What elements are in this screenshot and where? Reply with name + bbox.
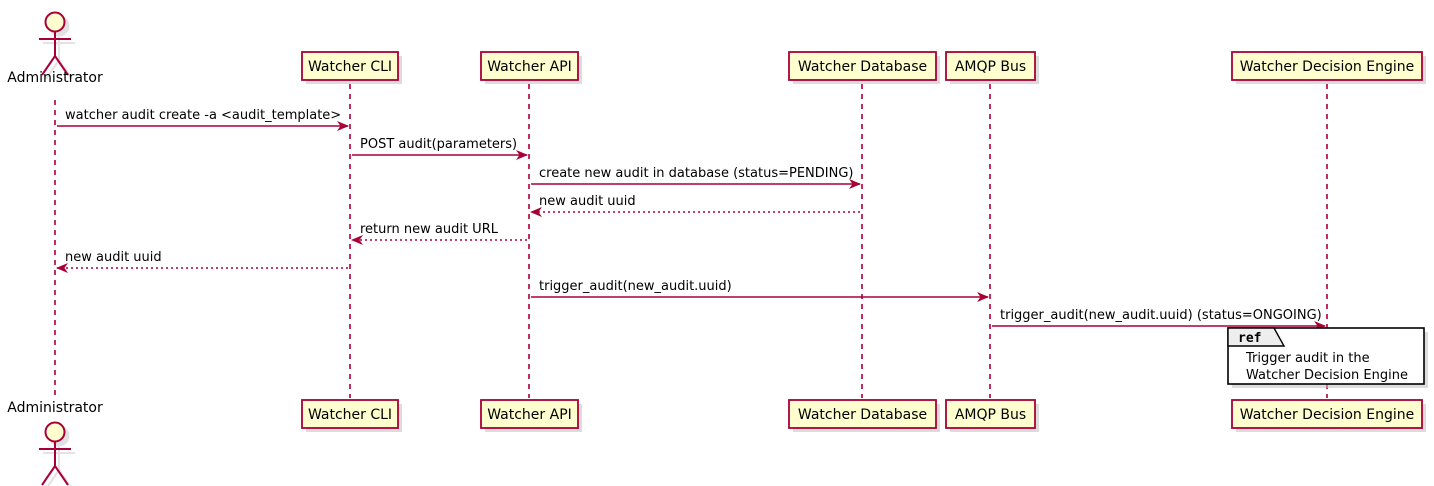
message-label-7: trigger_audit(new_audit.uuid) xyxy=(539,279,732,294)
participant-watcher-api[interactable]: Watcher API xyxy=(480,51,582,84)
messages-layer: watcher audit create -a <audit_template>… xyxy=(56,108,1326,331)
message-6[interactable]: new audit uuid xyxy=(56,250,348,273)
actor-leg-left xyxy=(41,55,56,76)
actor-leg-right xyxy=(58,59,73,80)
actor-figure-administrator: Administrator xyxy=(7,11,103,86)
participant-box xyxy=(301,51,399,81)
message-2[interactable]: POST audit(parameters) xyxy=(352,137,528,160)
message-label-5: return new audit URL xyxy=(360,222,499,237)
message-8[interactable]: trigger_audit(new_audit.uuid) (status=ON… xyxy=(992,308,1326,331)
actor-administrator[interactable] xyxy=(39,11,71,76)
participant-label: Watcher API xyxy=(487,59,572,75)
participant-amqp-bus[interactable]: AMQP Bus xyxy=(945,399,1039,432)
participant-box xyxy=(788,51,937,81)
participants-layer: Watcher CLI Watcher CLI Watcher API Watcher… xyxy=(7,11,1426,486)
message-label-6: new audit uuid xyxy=(65,250,162,265)
participant-watcher-cli[interactable]: Watcher CLI xyxy=(301,51,402,84)
participant-label: Watcher Decision Engine xyxy=(1240,407,1414,423)
participant-label: Watcher Decision Engine xyxy=(1240,59,1414,75)
participant-watcher-cli[interactable]: Watcher CLI xyxy=(301,399,402,432)
participant-label: Watcher Database xyxy=(798,59,927,75)
actor-leg-right xyxy=(54,465,69,486)
message-4[interactable]: new audit uuid xyxy=(530,194,860,217)
actor-figure-administrator: Administrator xyxy=(7,400,103,486)
participant-box xyxy=(480,51,579,81)
ref-body-line-1: Trigger audit in the xyxy=(1245,351,1370,366)
participant-label: AMQP Bus xyxy=(955,407,1026,423)
participant-label: Watcher Database xyxy=(798,407,927,423)
actor-label-administrator: Administrator xyxy=(7,70,103,86)
actor-leg-right xyxy=(54,55,69,76)
lifelines-layer xyxy=(54,84,1328,398)
participant-label: Watcher CLI xyxy=(308,59,392,75)
message-3[interactable]: create new audit in database (status=PEN… xyxy=(531,166,861,189)
participant-box xyxy=(480,399,579,429)
message-label-4: new audit uuid xyxy=(539,194,636,209)
actor-administrator[interactable] xyxy=(39,421,71,486)
ref-body-line-2: Watcher Decision Engine xyxy=(1246,368,1408,383)
actor-head xyxy=(44,11,66,33)
actor-label-administrator: Administrator xyxy=(7,400,103,416)
participant-watcher-decision-engine[interactable]: Watcher Decision Engine xyxy=(1231,51,1426,84)
participant-box xyxy=(301,399,399,429)
participant-box xyxy=(788,399,937,429)
participant-box xyxy=(1231,399,1423,429)
actor-leg-right xyxy=(58,469,72,486)
message-label-3: create new audit in database (status=PEN… xyxy=(539,166,854,181)
message-label-2: POST audit(parameters) xyxy=(360,137,517,152)
participant-label: AMQP Bus xyxy=(955,59,1026,75)
participant-watcher-api[interactable]: Watcher API xyxy=(480,399,582,432)
participant-watcher-database[interactable]: Watcher Database xyxy=(788,399,940,432)
ref-tag-label: ref xyxy=(1238,331,1261,346)
actor-head xyxy=(44,421,66,443)
message-label-8: trigger_audit(new_audit.uuid) (status=ON… xyxy=(1000,308,1322,323)
actor-leg-left xyxy=(45,59,60,80)
message-7[interactable]: trigger_audit(new_audit.uuid) xyxy=(531,279,989,302)
participant-label: Watcher CLI xyxy=(308,407,392,423)
participant-amqp-bus[interactable]: AMQP Bus xyxy=(945,51,1039,84)
actor-leg-left xyxy=(41,465,56,486)
message-5[interactable]: return new audit URL xyxy=(351,222,527,245)
participant-watcher-database[interactable]: Watcher Database xyxy=(788,51,940,84)
message-label-1: watcher audit create -a <audit_template> xyxy=(65,108,341,123)
participant-watcher-decision-engine[interactable]: Watcher Decision Engine xyxy=(1231,399,1426,432)
message-1[interactable]: watcher audit create -a <audit_template> xyxy=(57,108,349,131)
participant-box xyxy=(945,51,1036,81)
participant-label: Watcher API xyxy=(487,407,572,423)
ref-tag-shape xyxy=(1227,327,1286,347)
participant-box xyxy=(1231,51,1423,81)
participant-box xyxy=(945,399,1036,429)
